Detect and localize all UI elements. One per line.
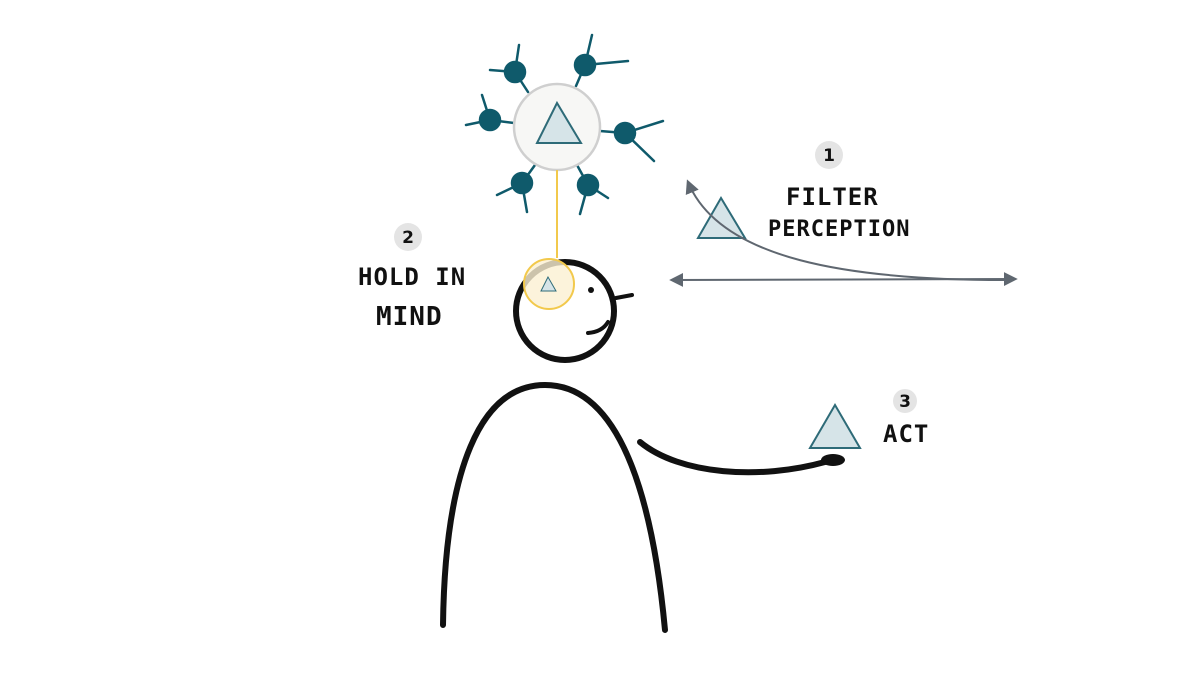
step-badge — [815, 141, 843, 169]
hand — [821, 454, 845, 466]
step-number: 3 — [899, 392, 911, 412]
perceived-triangle-icon — [696, 196, 747, 239]
step-title-line: HOLD IN — [358, 263, 466, 291]
stimulus-node — [575, 163, 610, 216]
step-title-line: PERCEPTION — [768, 217, 910, 242]
stimulus-node — [495, 163, 537, 214]
body — [440, 381, 668, 633]
step-1-label: 1 FILTER PERCEPTION — [768, 141, 910, 242]
nose — [614, 293, 634, 300]
smile — [586, 320, 610, 335]
step-3-label: 3 ACT — [883, 389, 929, 448]
stimulus-node — [488, 43, 530, 94]
person — [440, 259, 828, 633]
step-title-line: FILTER — [786, 183, 879, 211]
stimulus-node — [464, 93, 516, 132]
stimulus-node — [598, 119, 665, 163]
held-triangle-icon — [540, 275, 557, 292]
filter-curve-arrow — [685, 179, 1006, 281]
arm — [637, 439, 828, 476]
step-title-line: ACT — [883, 420, 929, 448]
action-triangle-icon — [808, 403, 862, 449]
step-2-label: 2 HOLD IN MIND — [358, 223, 466, 332]
step-badge — [394, 223, 422, 251]
step-badge — [893, 389, 917, 413]
step-title-line: MIND — [376, 302, 443, 332]
stimuli-hub — [464, 33, 665, 216]
focus-triangle-icon — [535, 100, 583, 144]
stimulus-node — [573, 33, 630, 88]
step-number: 1 — [823, 146, 835, 166]
eye — [588, 287, 594, 293]
step-number: 2 — [402, 228, 414, 248]
head — [513, 259, 617, 363]
